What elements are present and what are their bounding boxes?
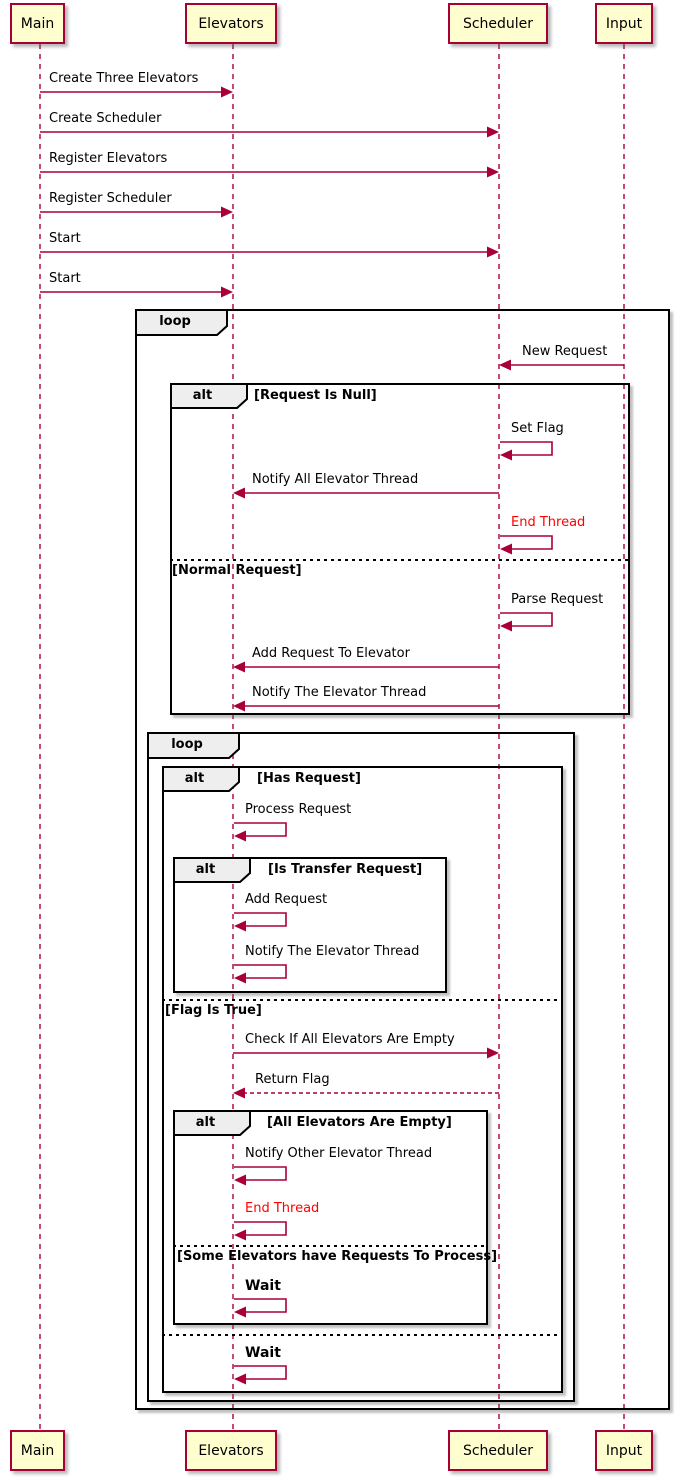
- frame-loop-0: [135, 309, 670, 1410]
- frame-condition: [All Elevators Are Empty]: [267, 1115, 452, 1130]
- frame-tab-label: alt: [195, 862, 216, 877]
- message-label-notify-the-elevator-thread-15: Notify The Elevator Thread: [245, 944, 420, 959]
- message-label-end-thread-19: End Thread: [245, 1201, 320, 1216]
- participant-name: Scheduler: [462, 1442, 534, 1459]
- message-label-check-if-all-elevators-are-empty-16: Check If All Elevators Are Empty: [245, 1032, 455, 1047]
- divider-line-0: [170, 559, 630, 561]
- message-label-start-5: Start: [49, 271, 81, 286]
- message-label-wait-21: Wait: [245, 1345, 281, 1361]
- message-label-wait-20: Wait: [245, 1278, 281, 1294]
- frame-tab-label: loop: [171, 737, 203, 752]
- frame-tab-alt-4: [173, 857, 251, 883]
- participant-name: Input: [605, 1442, 643, 1459]
- message-label-end-thread-9: End Thread: [511, 515, 586, 530]
- frame-tab-shape: [173, 1110, 251, 1136]
- message-label-add-request-14: Add Request: [245, 892, 328, 907]
- frame-tab-label: alt: [195, 1115, 216, 1130]
- participant-name: Main: [20, 1442, 55, 1459]
- arrowhead-1: [487, 126, 499, 138]
- divider-label-flag-is-true: [Flag Is True]: [165, 1003, 262, 1018]
- participant-name: Input: [605, 15, 643, 32]
- participant-name: Scheduler: [462, 15, 534, 32]
- participant-bottom-main: Main: [10, 1430, 65, 1471]
- frame-alt-3: [162, 766, 563, 1393]
- message-label-set-flag-7: Set Flag: [511, 421, 564, 436]
- frame-tab-alt-3: [162, 766, 240, 792]
- message-label-create-three-elevators-0: Create Three Elevators: [49, 71, 199, 86]
- arrowhead-4: [487, 246, 499, 258]
- message-label-register-scheduler-3: Register Scheduler: [49, 191, 172, 206]
- arrowhead-0: [221, 86, 233, 98]
- arrowhead-5: [221, 286, 233, 298]
- message-label-notify-other-elevator-thread-18: Notify Other Elevator Thread: [245, 1146, 433, 1161]
- frame-condition: [Has Request]: [257, 771, 361, 786]
- participant-name: Main: [20, 15, 55, 32]
- frame-tab-label: alt: [192, 388, 213, 403]
- frame-condition: [Request Is Null]: [254, 388, 377, 403]
- participant-bottom-elevators: Elevators: [185, 1430, 277, 1471]
- participant-top-scheduler: Scheduler: [448, 3, 548, 44]
- message-label-parse-request-10: Parse Request: [511, 592, 604, 607]
- message-label-return-flag-17: Return Flag: [255, 1072, 330, 1087]
- frame-tab-shape: [170, 383, 248, 409]
- participant-name: Elevators: [198, 15, 264, 32]
- frame-loop-2: [147, 732, 575, 1402]
- frame-tab-alt-5: [173, 1110, 251, 1136]
- message-label-new-request-6: New Request: [522, 344, 608, 359]
- message-label-start-4: Start: [49, 231, 81, 246]
- frame-condition: [Is Transfer Request]: [268, 862, 423, 877]
- frame-alt-1: [170, 383, 630, 715]
- message-label-create-scheduler-1: Create Scheduler: [49, 111, 162, 126]
- message-label-process-request-13: Process Request: [245, 802, 352, 817]
- message-label-add-request-to-elevator-11: Add Request To Elevator: [252, 646, 410, 661]
- frame-tab-alt-1: [170, 383, 248, 409]
- frame-tab-shape: [162, 766, 240, 792]
- frame-alt-4: [173, 857, 447, 993]
- frame-tab-shape: [173, 857, 251, 883]
- divider-line-2: [173, 1245, 488, 1247]
- divider-label-some-elevators-have-requests-to-process: [Some Elevators have Requests To Process…: [177, 1249, 498, 1264]
- frame-tab-shape: [135, 309, 228, 336]
- frame-tab-label: loop: [159, 314, 191, 329]
- arrowhead-2: [487, 166, 499, 178]
- divider-line-1: [162, 999, 563, 1001]
- participant-bottom-input: Input: [595, 1430, 653, 1471]
- participant-top-elevators: Elevators: [185, 3, 277, 44]
- participant-name: Elevators: [198, 1442, 264, 1459]
- divider-label-normal-request: [Normal Request]: [172, 563, 302, 578]
- divider-line-3: [162, 1334, 563, 1336]
- message-label-notify-all-elevator-thread-8: Notify All Elevator Thread: [252, 472, 419, 487]
- participant-top-main: Main: [10, 3, 65, 44]
- arrowhead-3: [221, 206, 233, 218]
- frame-tab-loop-0: [135, 309, 228, 336]
- participant-bottom-scheduler: Scheduler: [448, 1430, 548, 1471]
- frame-alt-5: [173, 1110, 488, 1325]
- frame-tab-shape: [147, 732, 240, 759]
- frame-tab-loop-2: [147, 732, 240, 759]
- participant-top-input: Input: [595, 3, 653, 44]
- frame-tab-label: alt: [184, 771, 205, 786]
- message-label-notify-the-elevator-thread-12: Notify The Elevator Thread: [252, 685, 427, 700]
- message-label-register-elevators-2: Register Elevators: [49, 151, 168, 166]
